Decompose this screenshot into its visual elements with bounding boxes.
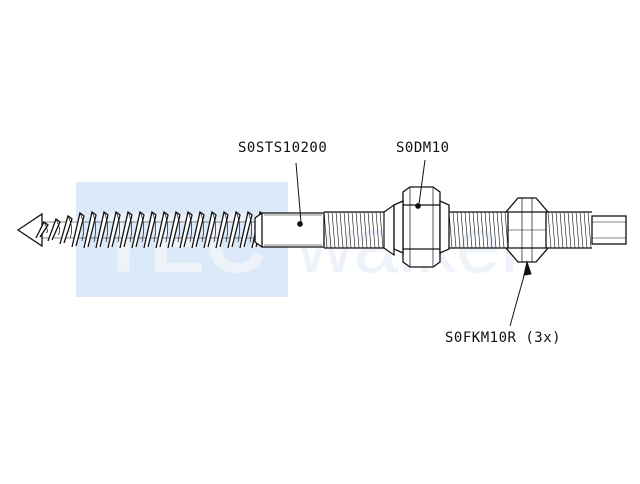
machine-thread-segment	[367, 211, 372, 249]
machine-thread-segment	[472, 211, 477, 249]
thread-segment	[239, 210, 253, 249]
machine-thread-segment	[323, 211, 328, 249]
leader-stud	[295, 162, 302, 223]
machine-thread-segment	[587, 211, 592, 249]
stud-end-tip	[591, 215, 627, 245]
machine-thread-segment	[500, 211, 505, 249]
thread-segment	[247, 211, 252, 243]
machine-thread-segment	[496, 211, 501, 249]
thread-segment	[143, 210, 157, 249]
machine-thread-segment	[476, 211, 481, 249]
machine-thread-segment	[583, 211, 588, 249]
machine-thread-segment	[464, 211, 469, 249]
callout-flange-nut-label: S0FKM10R (3x)	[445, 330, 562, 346]
machine-thread-segment	[383, 203, 395, 257]
machine-thread-segment	[379, 211, 384, 249]
thread-segment	[16, 212, 43, 248]
machine-thread-segment	[331, 211, 336, 249]
thread-segment	[175, 211, 180, 243]
thread-segment	[115, 211, 120, 243]
thread-segment	[227, 210, 241, 249]
thread-segment	[179, 210, 193, 249]
leader-arrowhead	[523, 260, 532, 276]
machine-thread-segment	[363, 211, 368, 249]
machine-thread-segment	[335, 211, 340, 249]
thread-segment	[47, 217, 61, 242]
machine-thread-segment	[559, 211, 564, 249]
thread-segment	[163, 211, 168, 243]
machine-thread-segment	[327, 211, 332, 249]
thread-segment	[79, 212, 84, 242]
machine-thread-segment	[456, 211, 461, 249]
machine-thread-segment	[555, 211, 560, 249]
thread-segment	[203, 210, 217, 249]
machine-thread-segment	[547, 211, 552, 249]
thread-segment	[151, 211, 156, 243]
thread-segment	[107, 210, 121, 249]
thread-segment	[167, 210, 181, 249]
hex-nut	[393, 186, 450, 268]
thread-segment	[155, 210, 169, 249]
machine-thread	[323, 203, 592, 257]
callout-nut-label: S0DM10	[396, 140, 450, 156]
thread-segment	[199, 211, 204, 243]
machine-thread-segment	[575, 211, 580, 249]
thread-segment	[211, 211, 216, 243]
machine-thread-segment	[484, 211, 489, 249]
thread-segment	[83, 210, 97, 249]
thread-segment	[139, 211, 144, 243]
thread-segment	[187, 211, 192, 243]
machine-thread-segment	[359, 211, 364, 249]
thread-segment	[223, 211, 228, 243]
machine-thread-segment	[351, 211, 356, 249]
machine-thread-segment	[579, 211, 584, 249]
thread-segment	[35, 221, 49, 239]
machine-thread-segment	[371, 211, 376, 249]
flange-nut	[504, 197, 550, 263]
thread-segment	[59, 214, 73, 245]
machine-thread-segment	[343, 211, 348, 249]
thread-segment	[67, 215, 72, 239]
thread-segment	[71, 211, 85, 248]
machine-thread-segment	[563, 211, 568, 249]
machine-thread-segment	[452, 211, 457, 249]
wood-screw-thread	[16, 210, 265, 249]
thread-segment	[191, 210, 205, 249]
thread-segment	[127, 211, 132, 243]
stud-shank	[254, 212, 325, 248]
machine-thread-segment	[460, 211, 465, 249]
machine-thread-segment	[567, 211, 572, 249]
callout-stud-label: S0STS10200	[238, 140, 328, 156]
thread-segment	[235, 211, 240, 243]
thread-segment	[215, 210, 229, 249]
thread-segment	[103, 211, 108, 243]
leader-nut	[418, 159, 426, 205]
machine-thread-segment	[571, 211, 576, 249]
machine-thread-segment	[468, 211, 473, 249]
thread-segment	[95, 210, 109, 249]
machine-thread-segment	[480, 211, 485, 249]
thread-segment	[119, 210, 133, 249]
thread-segment	[131, 210, 145, 249]
machine-thread-segment	[347, 211, 352, 249]
leader-lines	[295, 159, 532, 327]
thread-segment	[43, 221, 48, 233]
machine-thread-segment	[375, 211, 380, 249]
machine-thread-segment	[488, 211, 493, 249]
machine-thread-segment	[492, 211, 497, 249]
thread-segment	[55, 218, 60, 236]
machine-thread-segment	[355, 211, 360, 249]
machine-thread-segment	[339, 211, 344, 249]
machine-thread-segment	[551, 211, 556, 249]
thread-segment	[91, 211, 96, 243]
